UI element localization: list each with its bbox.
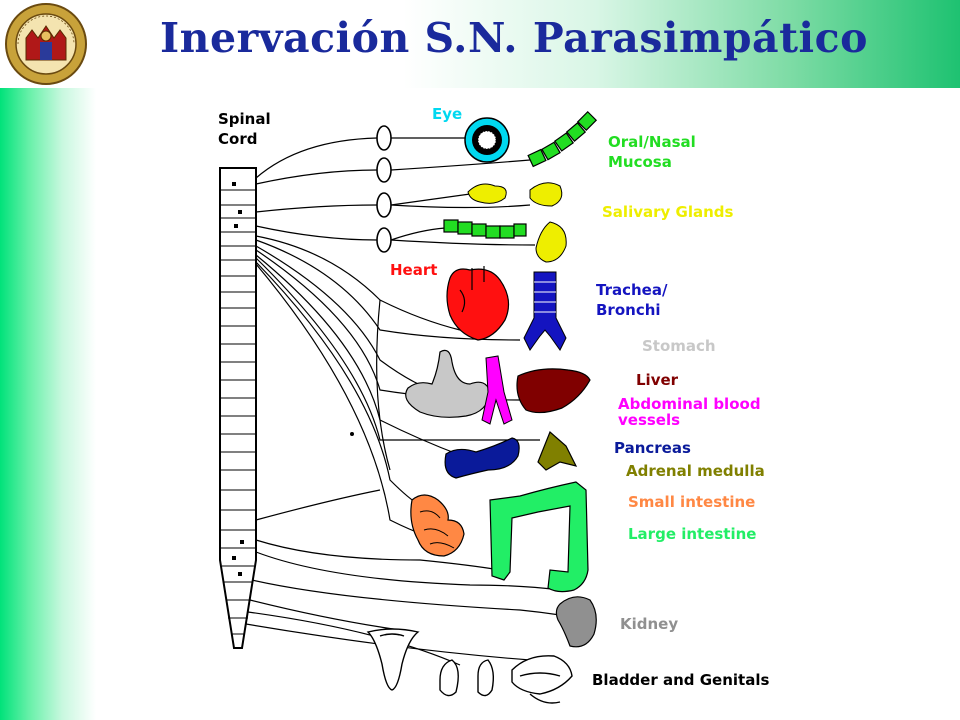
trachea-icon <box>523 271 567 351</box>
label-pancreas: Pancreas <box>614 439 691 457</box>
cranial-ganglia <box>376 125 392 253</box>
salivary-glands-icon <box>467 182 567 263</box>
left-gradient-bar <box>0 88 96 720</box>
pancreas-icon <box>444 437 520 479</box>
label-salivary-glands: Salivary Glands <box>602 203 734 221</box>
university-seal-icon <box>5 3 87 85</box>
label-heart: Heart <box>390 261 438 279</box>
label-liver: Liver <box>636 371 679 389</box>
label-kidney: Kidney <box>620 615 679 633</box>
abdominal-vessels-icon <box>481 355 513 425</box>
liver-icon <box>516 368 591 414</box>
label-eye: Eye <box>432 105 463 123</box>
label-abdominal-blood-vessels: Abdominal blood vessels <box>618 395 761 429</box>
label-small-intestine: Small intestine <box>628 493 756 511</box>
label-stomach: Stomach <box>642 337 716 355</box>
spinal-cord <box>219 167 257 649</box>
adrenal-medulla-icon <box>537 430 578 471</box>
label-bladder-genitals: Bladder and Genitals <box>592 671 770 689</box>
salivary-duct-icon <box>443 219 527 239</box>
nerve-fibers <box>245 137 561 666</box>
small-intestine-icon <box>410 494 465 557</box>
label-oral-nasal-mucosa: Oral/Nasal Mucosa <box>608 133 696 171</box>
eye-icon <box>464 117 510 163</box>
bladder-genitals-icon <box>366 628 573 704</box>
stomach-icon <box>405 349 491 418</box>
large-intestine-icon <box>489 481 589 593</box>
label-large-intestine: Large intestine <box>628 525 757 543</box>
label-trachea-bronchi: Trachea/ Bronchi <box>596 281 668 319</box>
kidney-icon <box>555 596 597 648</box>
oral-nasal-mucosa-icon <box>527 110 598 168</box>
header-bar <box>0 0 960 88</box>
heart-icon <box>446 266 510 341</box>
page-title: Inervación S.N. Parasimpático <box>160 14 868 62</box>
label-adrenal-medulla: Adrenal medulla <box>626 462 765 480</box>
